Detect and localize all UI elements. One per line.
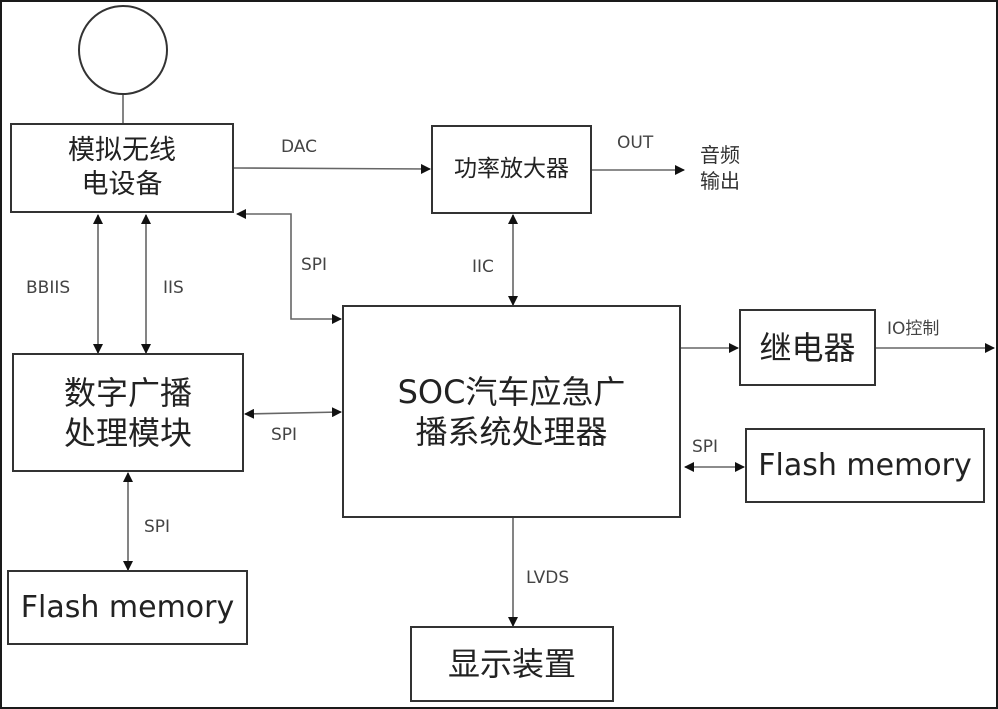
bbiis-label: BBIIS bbox=[26, 278, 71, 298]
power-amp-block: 功率放大器 bbox=[431, 125, 592, 214]
display-block: 显示装置 bbox=[410, 626, 614, 702]
soc-processor-block: SOC汽车应急广 播系统处理器 bbox=[342, 305, 681, 518]
analog-radio-block: 模拟无线 电设备 bbox=[10, 123, 234, 213]
relay-block: 继电器 bbox=[739, 309, 876, 386]
spi-radio-soc-label: SPI bbox=[301, 255, 328, 275]
antenna-icon bbox=[78, 5, 168, 95]
spi-digital-soc-arrow bbox=[244, 407, 342, 419]
iic-label: IIC bbox=[472, 257, 494, 277]
flash-memory-left-block: Flash memory bbox=[7, 570, 248, 645]
spi-radio-soc-arrow bbox=[236, 209, 342, 324]
flash-memory-right-block: Flash memory bbox=[745, 428, 985, 503]
spi-digital-soc-label: SPI bbox=[271, 425, 298, 445]
audio-output-label: 音频 输出 bbox=[700, 143, 740, 193]
io-control-label: IO控制 bbox=[887, 319, 940, 339]
dac-label: DAC bbox=[281, 137, 317, 157]
spi-soc-flash-label: SPI bbox=[692, 437, 719, 457]
spi-digital-flash-label: SPI bbox=[144, 517, 171, 537]
iis-label: IIS bbox=[163, 278, 184, 298]
lvds-label: LVDS bbox=[526, 568, 570, 588]
out-label: OUT bbox=[617, 133, 654, 153]
digital-broadcast-block: 数字广播 处理模块 bbox=[12, 353, 244, 472]
dac-arrow bbox=[233, 163, 431, 174]
